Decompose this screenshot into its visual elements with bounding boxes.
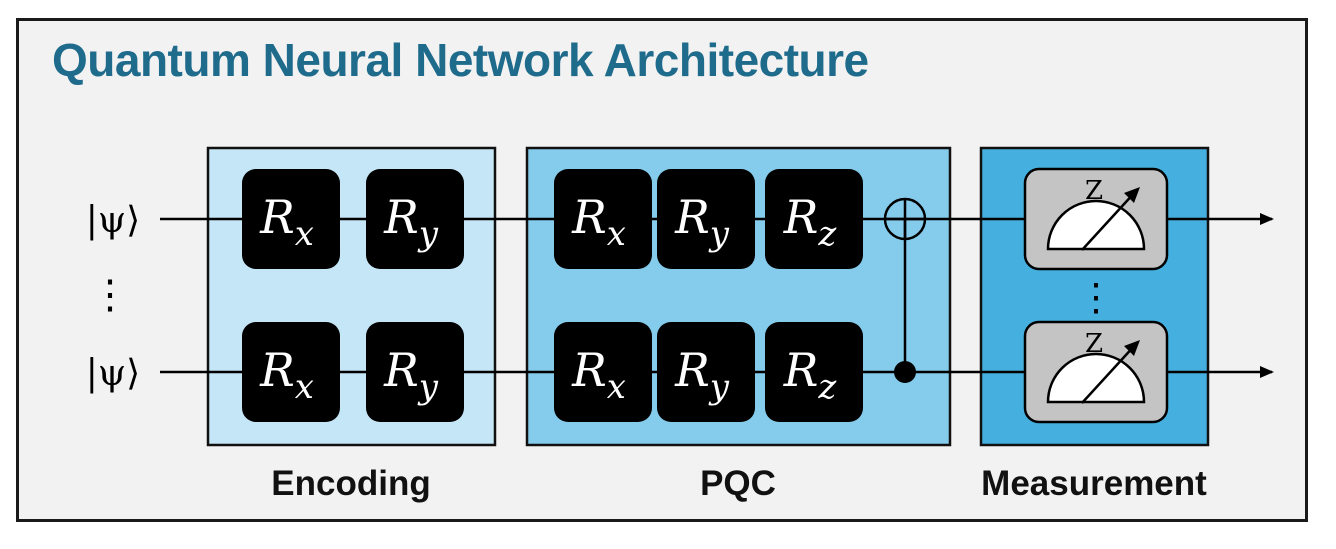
measurement-label: Measurement (981, 464, 1207, 503)
pqc-gate-rx-q1: Rx (554, 322, 652, 422)
gate-box (657, 322, 755, 422)
gate-box (765, 169, 863, 269)
pqc-label: PQC (700, 464, 776, 503)
input-state-top: |ψ⟩ (86, 200, 140, 241)
gate-box (765, 322, 863, 422)
page-title: Quantum Neural Network Architecture (52, 34, 869, 86)
gate-label: Ry (674, 190, 730, 254)
gate-label: Rx (259, 343, 314, 407)
gate-label: Rx (259, 190, 314, 254)
cnot-gate (883, 197, 927, 383)
gate-box (366, 322, 464, 422)
gate-label: Ry (674, 343, 730, 407)
encoding-gate-ry-q0: Ry (366, 169, 464, 269)
encoding-gate-ry-q1: Ry (366, 322, 464, 422)
gate-box (366, 169, 464, 269)
gate-label: Rz (783, 343, 838, 407)
gate-label: Rx (571, 343, 626, 407)
meter-basis-label: Z (1085, 176, 1103, 206)
pqc-gate-rx-q0: Rx (554, 169, 652, 269)
pqc-gate-ry-q1: Ry (657, 322, 755, 422)
gate-box (554, 169, 652, 269)
gate-box (242, 322, 340, 422)
pqc-gate-rz-q1: Rz (765, 322, 863, 422)
encoding-gate-rx-q1: Rx (242, 322, 340, 422)
input-dots: ⋮ (90, 272, 130, 318)
gate-label: Ry (383, 343, 439, 407)
encoding-label: Encoding (271, 464, 430, 503)
gate-box (554, 322, 652, 422)
encoding-gate-rx-q0: Rx (242, 169, 340, 269)
pqc-gate-rz-q0: Rz (765, 169, 863, 269)
gate-box (657, 169, 755, 269)
gate-label: Rz (783, 190, 838, 254)
meter-icon-q0: Z (1023, 167, 1169, 271)
meter-basis-label: Z (1085, 329, 1103, 359)
meters: ZZ (1023, 167, 1169, 424)
gate-box (242, 169, 340, 269)
pqc-gate-ry-q0: Ry (657, 169, 755, 269)
gate-label: Ry (383, 190, 439, 254)
measurement-dots: ⋮ (1077, 275, 1115, 319)
meter-icon-q1: Z (1023, 320, 1169, 424)
input-state-bottom: |ψ⟩ (86, 353, 140, 394)
gate-label: Rx (571, 190, 626, 254)
cnot-control-dot-icon (894, 361, 916, 383)
